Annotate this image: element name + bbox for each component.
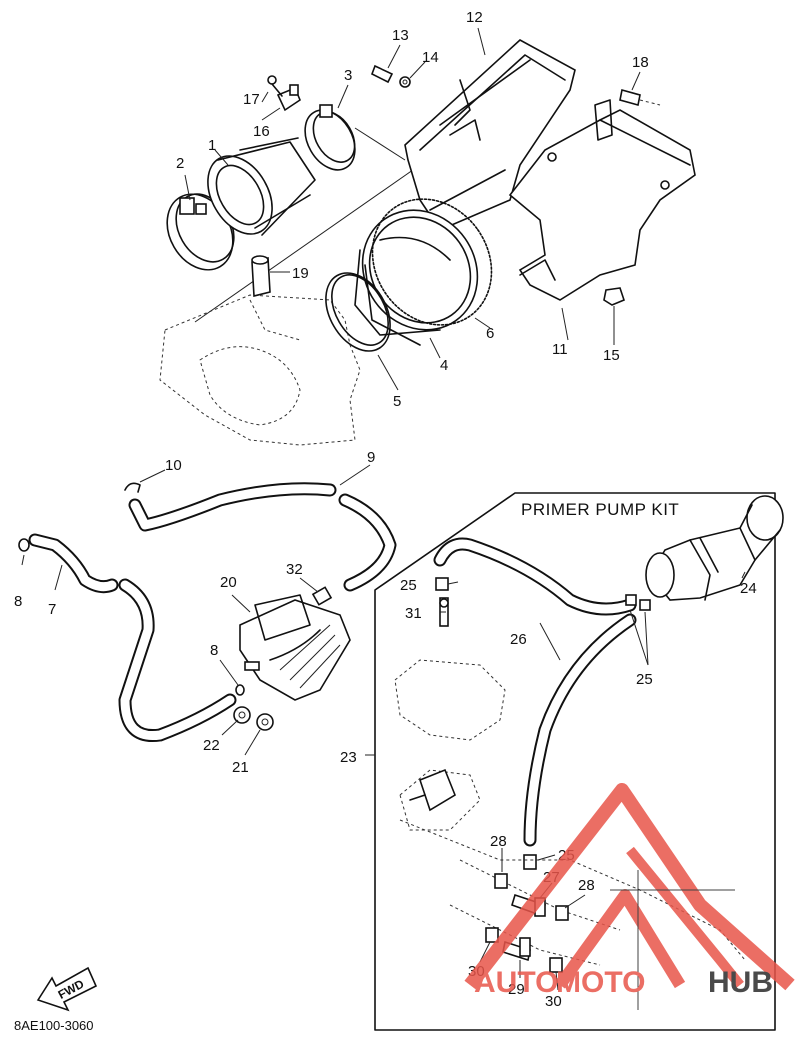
primer-pump-24 (645, 495, 784, 601)
fwd-arrow-icon: FWD (36, 966, 98, 1012)
hose-26 (433, 537, 637, 847)
callout-7: 7 (48, 601, 56, 618)
leader-line (194, 164, 421, 323)
callout-4: 4 (440, 357, 448, 374)
callout-28-left: 28 (490, 833, 507, 850)
callout-24: 24 (740, 580, 757, 597)
callout-30-right: 30 (545, 993, 562, 1010)
clip-8 (18, 538, 245, 696)
callout-6: 6 (486, 325, 494, 342)
callout-31: 31 (405, 605, 422, 622)
filter-element-6 (371, 198, 493, 326)
kit-title: PRIMER PUMP KIT (521, 500, 679, 519)
watermark-auto: AUTO (474, 966, 558, 999)
callout-20: 20 (220, 574, 237, 591)
callout-22: 22 (203, 737, 220, 754)
figure-code: 8AE100-3060 (14, 1018, 94, 1033)
primer-pump-kit-box (365, 492, 776, 1031)
callout-2: 2 (176, 155, 184, 172)
callout-15: 15 (603, 347, 620, 364)
bolt-18 (619, 88, 661, 107)
callout-3: 3 (344, 67, 352, 84)
callout-29: 29 (508, 981, 525, 998)
callout-17: 17 (243, 91, 260, 108)
kit-bracket (409, 768, 456, 812)
callout-23: 23 (340, 749, 357, 766)
hose-7 (28, 533, 237, 743)
fitting-32 (311, 586, 333, 606)
hose-9 (128, 482, 397, 592)
engine-outline (159, 294, 361, 446)
callout-28-right: 28 (578, 877, 595, 894)
callout-16: 16 (253, 123, 270, 140)
leader-line (354, 127, 406, 161)
callout-5: 5 (393, 393, 401, 410)
callout-25-top: 25 (400, 577, 417, 594)
callout-14: 14 (422, 49, 439, 66)
watermark-moto: MOTO (556, 966, 645, 999)
callout-8-pump: 8 (210, 642, 218, 659)
fitting-19 (251, 255, 271, 298)
callout-12: 12 (466, 9, 483, 26)
callout-32: 32 (286, 561, 303, 578)
fuel-pump-20 (239, 594, 351, 701)
airbox-cover-12 (404, 39, 576, 231)
watermark-hub: HUB (708, 966, 773, 999)
nut-15 (603, 287, 625, 306)
washer-22 (233, 706, 251, 724)
callout-8-left: 8 (14, 593, 22, 610)
nut-21 (256, 713, 274, 731)
leader-lines-top (184, 27, 641, 391)
watermark-logo: AUTO MOTO HUB (464, 783, 795, 1010)
callout-13: 13 (392, 27, 409, 44)
callout-11: 11 (552, 341, 568, 358)
airbox-case-11 (508, 99, 696, 301)
callout-9: 9 (367, 449, 375, 466)
bolt-13 (370, 64, 411, 88)
callout-26: 26 (510, 631, 527, 648)
intake-boot-1 (207, 137, 316, 236)
callout-21: 21 (232, 759, 249, 776)
callout-10: 10 (165, 457, 182, 474)
clamp-28 (494, 873, 569, 921)
clip-10 (124, 482, 141, 493)
clamp-3 (304, 104, 356, 171)
leader-lines-mid (21, 464, 371, 756)
callout-25-pump: 25 (636, 671, 653, 688)
fitting-25 (435, 577, 651, 870)
callout-19: 19 (292, 265, 309, 282)
seal-ring-5 (325, 272, 391, 352)
bracket-16 (267, 75, 301, 112)
callout-1: 1 (208, 137, 216, 154)
callout-18: 18 (632, 54, 649, 71)
